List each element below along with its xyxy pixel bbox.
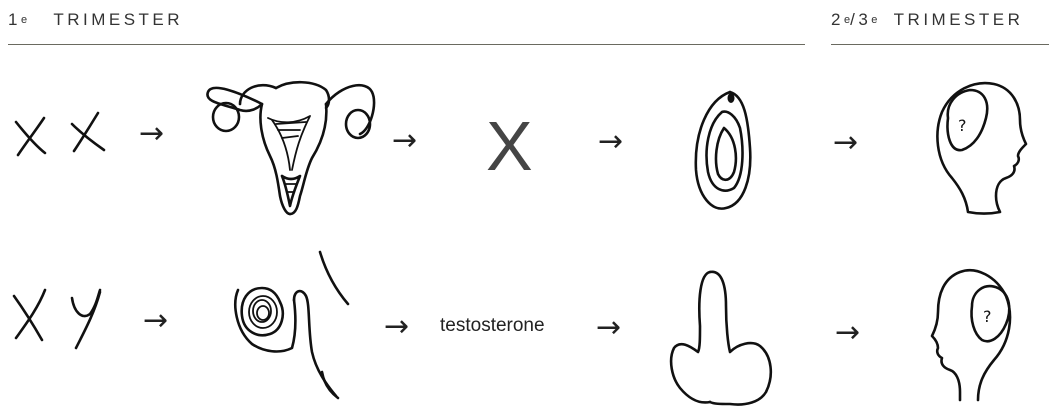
arrow-5: →	[143, 306, 168, 336]
vulva-icon	[696, 92, 750, 209]
head-brain-icon	[937, 83, 1026, 213]
xy-chromosomes-icon	[14, 290, 100, 348]
testes-icon	[235, 252, 348, 398]
penis-icon	[671, 272, 771, 405]
arrow-3: →	[598, 127, 623, 157]
uterus-ovaries-icon	[207, 82, 374, 214]
head-question-mark-2: ?	[983, 307, 992, 326]
head-brain-icon-2	[932, 270, 1010, 400]
arrow-2: →	[392, 126, 417, 156]
testosterone-label: testosterone	[440, 315, 545, 337]
arrow-6: →	[384, 312, 409, 342]
arrow-1: →	[139, 119, 164, 149]
xx-chromosomes-icon	[16, 113, 104, 155]
head-question-mark: ?	[958, 116, 967, 135]
x-chromosome-symbol: X	[486, 108, 533, 184]
arrow-7: →	[596, 313, 621, 343]
arrow-4: →	[833, 128, 858, 158]
arrow-8: →	[835, 318, 860, 348]
